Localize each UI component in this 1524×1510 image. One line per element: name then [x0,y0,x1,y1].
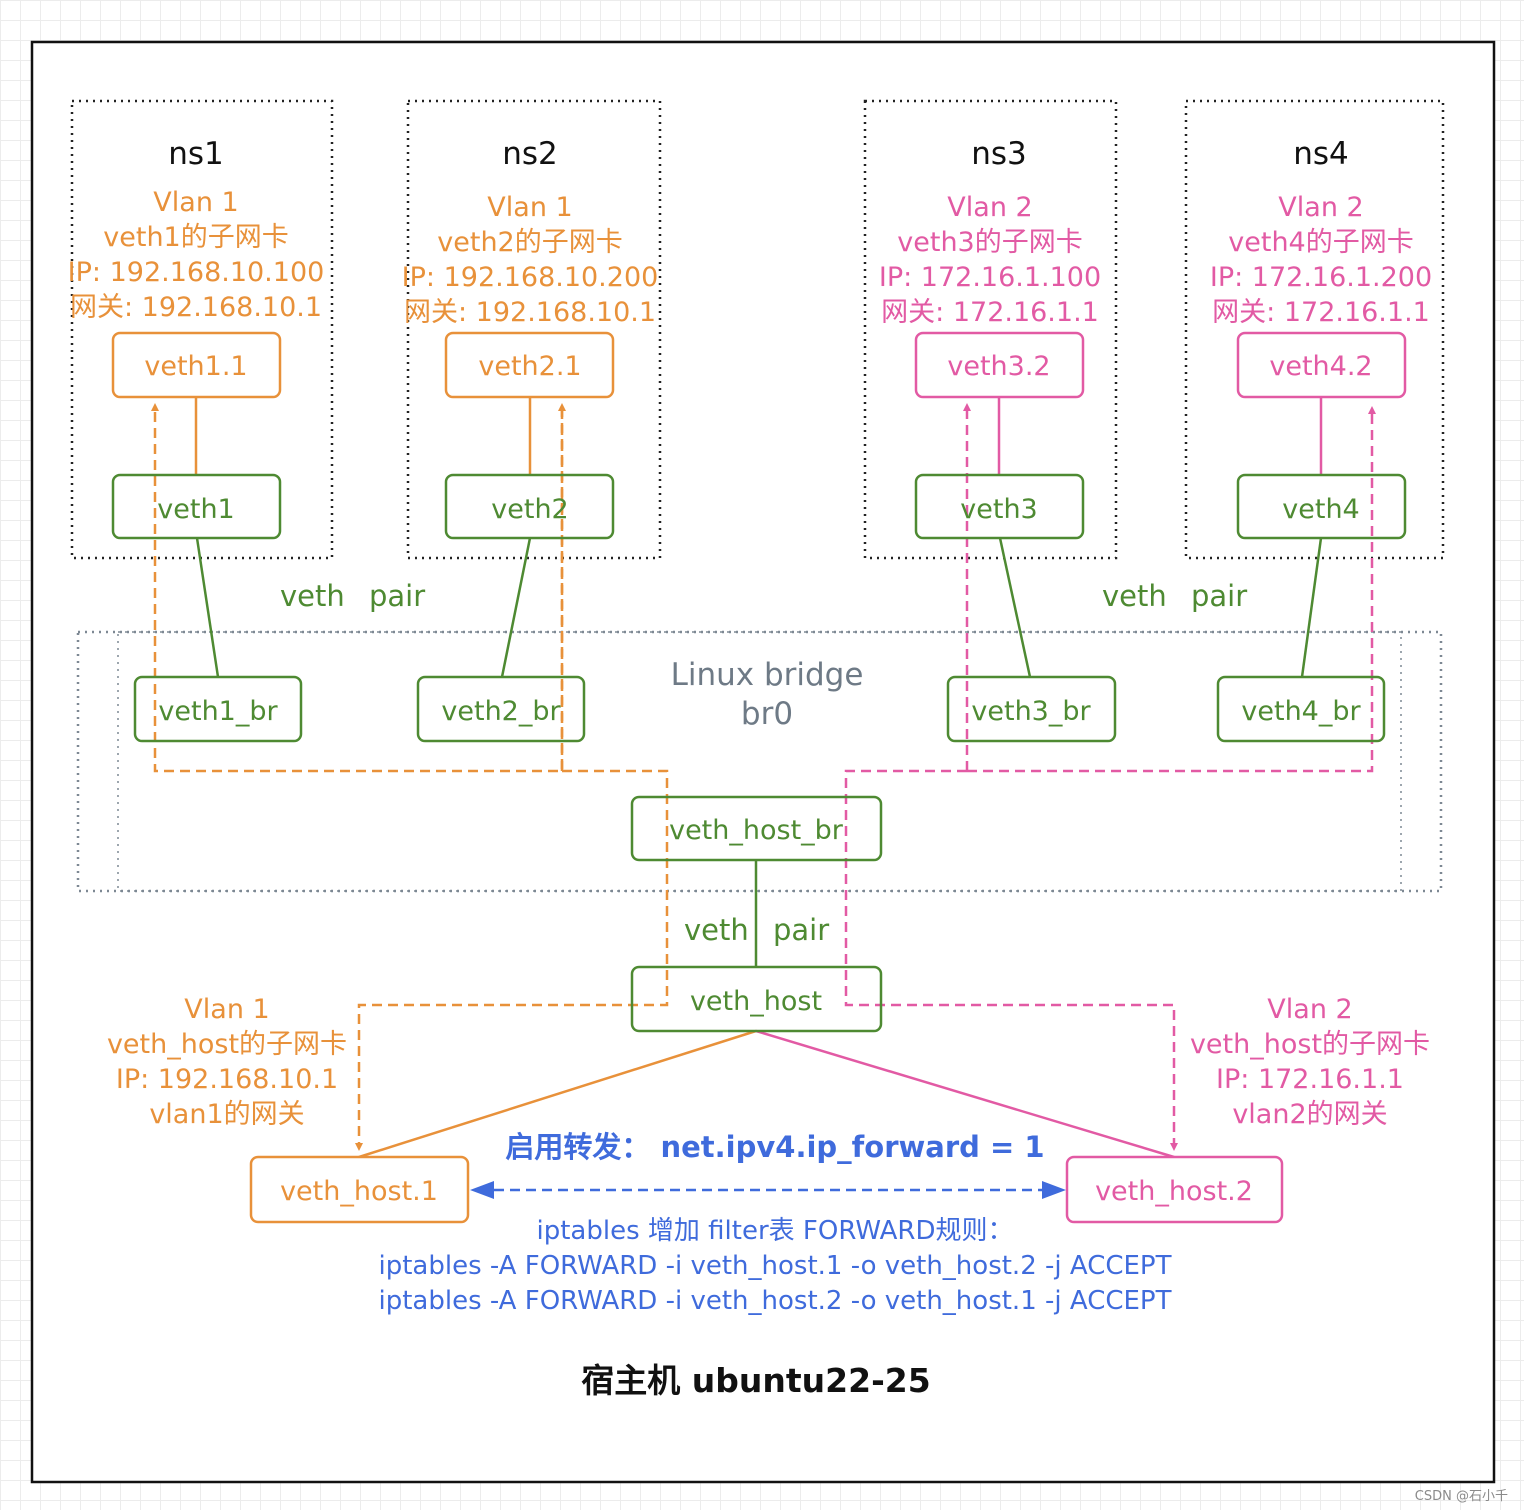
ns2-frame [406,99,662,560]
veth-host-1-box[interactable] [249,1155,470,1224]
pair-label-left-pair: pair [369,579,425,613]
host-sub1-label: veth_host.1 [280,1176,438,1207]
pair-veth4 [1300,537,1323,678]
veth4-box[interactable] [1236,473,1407,540]
ns1-veth-label: veth1 [157,494,234,525]
ns1-subif-label: veth1.1 [144,351,247,382]
veth2-br-box[interactable] [416,675,586,743]
ns1-gateway: 网关: 192.168.10.1 [70,292,322,323]
bridge-title: Linux bridge [671,657,864,693]
watermark: CSDN @石小千 [1415,1489,1508,1504]
ns2-vlan: Vlan 1 [487,192,572,223]
veth3-2-box[interactable] [914,331,1085,399]
host-sub2-vlan: Vlan 2 [1267,994,1352,1025]
veth-host-2-box[interactable] [1065,1155,1284,1224]
ns3-title: ns3 [971,136,1027,172]
ns4-title: ns4 [1293,136,1349,172]
veth-host-box[interactable] [630,965,883,1033]
host-title: 宿主机 ubuntu22-25 [581,1361,930,1400]
iptables-rule-1: iptables -A FORWARD -i veth_host.1 -o ve… [378,1251,1171,1281]
host-sub1-vlan: Vlan 1 [184,994,269,1025]
ns4-ip: IP: 172.16.1.200 [1210,262,1432,293]
veth3-br-box[interactable] [946,675,1117,743]
pair-veth1 [195,537,220,678]
link-host-sub2 [755,1029,1175,1159]
host-sub1-ip: IP: 192.168.10.1 [116,1064,338,1095]
pair-label-left-veth: veth [280,579,345,613]
ns4-gateway: 网关: 172.16.1.1 [1212,297,1430,328]
ns1-ip: IP: 192.168.10.100 [68,257,325,288]
vlan2-path [967,406,1376,773]
iptables-title: iptables 增加 filter表 FORWARD规则： [537,1216,1014,1246]
ns1-subif-desc: veth1的子网卡 [103,222,288,253]
veth-host-label: veth_host [690,986,822,1017]
ns3-veth-label: veth3 [960,494,1037,525]
veth1-1-box[interactable] [111,331,282,399]
forward-arrow-left [470,1181,494,1199]
veth3-br-label: veth3_br [971,696,1091,727]
ns4-veth-label: veth4 [1282,494,1359,525]
veth1-br-box[interactable] [133,675,303,743]
pair-veth3 [998,537,1032,678]
host-sub1-role: vlan1的网关 [149,1099,304,1130]
pair-label-center-pair: pair [773,913,829,947]
veth4-br-label: veth4_br [1241,696,1361,727]
ns3-frame [863,99,1118,560]
host-sub2-label: veth_host.2 [1095,1176,1253,1207]
ns3-vlan: Vlan 2 [947,192,1032,223]
veth1-box[interactable] [111,473,282,540]
ns1-vlan: Vlan 1 [153,187,238,218]
ns1-title: ns1 [168,136,224,172]
vlan2-host-path [844,769,1178,1151]
pair-label-center-veth: veth [684,913,749,947]
ns2-veth-label: veth2 [491,494,568,525]
ns3-subif-label: veth3.2 [947,351,1050,382]
link-host-sub1 [358,1029,757,1159]
bridge-frame [76,630,1443,893]
pair-label-right-pair: pair [1191,579,1247,613]
host-sub2-ip: IP: 172.16.1.1 [1216,1064,1404,1095]
ns3-gateway: 网关: 172.16.1.1 [881,297,1099,328]
bridge-inner-frame [117,631,1402,892]
ns1-frame [70,99,334,560]
veth2-br-label: veth2_br [441,696,561,727]
ip-forward-text: 启用转发： net.ipv4.ip_forward = 1 [505,1130,1044,1164]
ns2-title: ns2 [502,136,558,172]
host-frame [30,40,1496,1484]
ns4-vlan: Vlan 2 [1278,192,1363,223]
pair-label-right-veth: veth [1102,579,1167,613]
veth-host-br-box[interactable] [630,795,883,862]
host-sub2-role: vlan2的网关 [1232,1099,1387,1130]
iptables-rule-2: iptables -A FORWARD -i veth_host.2 -o ve… [378,1286,1171,1316]
pair-veth2 [500,537,532,678]
vlan1-host-path [355,769,669,1151]
veth2-box[interactable] [444,473,615,540]
veth-host-br-label: veth_host_br [669,815,844,846]
ns3-subif-desc: veth3的子网卡 [897,227,1082,258]
ns2-ip: IP: 192.168.10.200 [402,262,659,293]
ns4-subif-desc: veth4的子网卡 [1228,227,1413,258]
veth4-br-box[interactable] [1216,675,1386,743]
ns2-gateway: 网关: 192.168.10.1 [404,297,656,328]
veth4-2-box[interactable] [1236,331,1407,399]
veth1-br-label: veth1_br [158,696,278,727]
veth3-box[interactable] [914,473,1085,540]
host-sub1-desc: veth_host的子网卡 [107,1029,347,1060]
veth2-1-box[interactable] [444,331,615,399]
ns3-ip: IP: 172.16.1.100 [879,262,1101,293]
forward-arrow-right [1042,1181,1066,1199]
ns2-subif-desc: veth2的子网卡 [437,227,622,258]
ns4-subif-label: veth4.2 [1269,351,1372,382]
bridge-name: br0 [741,696,793,732]
ns2-subif-label: veth2.1 [478,351,581,382]
host-sub2-desc: veth_host的子网卡 [1190,1029,1430,1060]
